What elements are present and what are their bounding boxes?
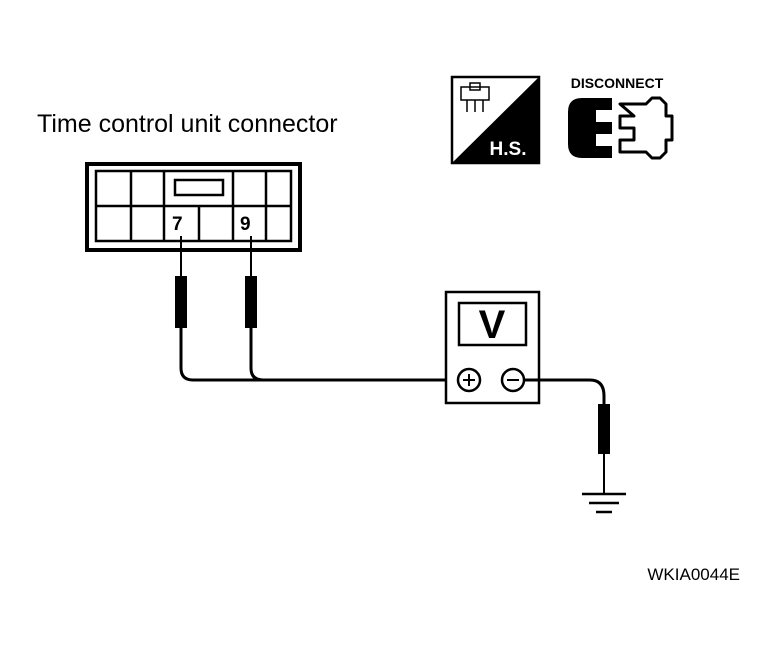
probe-pin-9	[245, 236, 257, 328]
connector-left-half-icon	[568, 98, 612, 158]
lead-pin-9	[249, 328, 264, 382]
pin-9-label: 9	[240, 214, 251, 235]
disconnect-label: DISCONNECT	[571, 75, 664, 91]
hand-seal-icon	[460, 82, 490, 112]
voltmeter-label: V	[479, 303, 506, 347]
ground-symbol	[582, 492, 626, 514]
connector-right-half-icon	[618, 96, 674, 160]
connector-body	[85, 162, 302, 252]
voltmeter: V	[444, 290, 541, 405]
hs-label: H.S.	[490, 139, 527, 160]
disconnect-badge: DISCONNECT	[568, 75, 674, 160]
probe-pin-7	[175, 236, 187, 328]
figure-code: WKIA0044E	[647, 565, 740, 584]
ground-probe	[598, 404, 610, 494]
hs-badge: H.S.	[450, 75, 541, 165]
ground-lead	[524, 378, 606, 404]
lead-pin-7	[179, 328, 466, 382]
pin-7-label: 7	[172, 214, 183, 235]
connector-title: Time control unit connector	[37, 110, 338, 138]
